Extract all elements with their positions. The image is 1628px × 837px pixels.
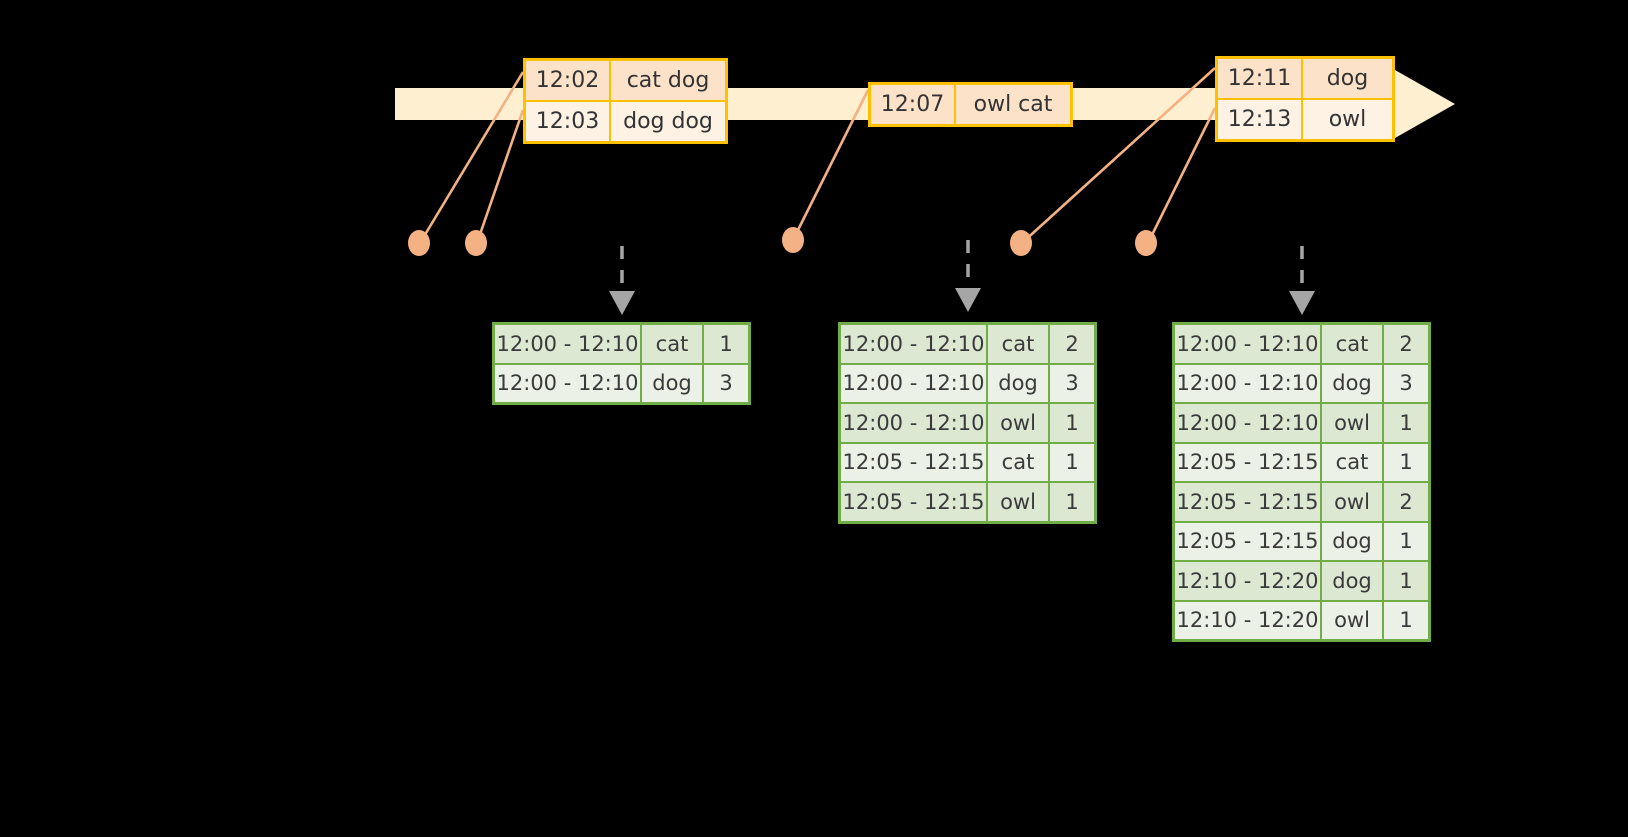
result-arrows	[620, 240, 1304, 296]
word-cell: dog	[988, 364, 1050, 402]
event-row[interactable]: 12:02 cat dog	[526, 61, 725, 100]
word-cell: cat	[1322, 325, 1384, 363]
result-arrowheads	[609, 288, 1315, 315]
count-cell: 1	[1384, 522, 1428, 560]
window-cell: 12:05 - 12:15	[841, 483, 988, 521]
word-cell: dog	[1322, 562, 1384, 600]
count-cell: 3	[704, 364, 748, 402]
count-cell: 1	[1050, 483, 1094, 521]
count-cell: 1	[1384, 562, 1428, 600]
window-cell: 12:10 - 12:20	[1175, 601, 1322, 639]
count-cell: 1	[1384, 404, 1428, 442]
word-cell: dog	[642, 364, 704, 402]
emission-dot	[1010, 230, 1032, 256]
word-cell: cat	[642, 325, 704, 363]
count-cell: 1	[1050, 404, 1094, 442]
count-cell: 3	[1384, 364, 1428, 402]
count-cell: 2	[1050, 325, 1094, 363]
word-cell: owl	[988, 483, 1050, 521]
count-cell: 2	[1384, 483, 1428, 521]
event-words: owl	[1303, 100, 1392, 139]
count-cell: 1	[1384, 443, 1428, 481]
event-row[interactable]: 12:13 owl	[1218, 98, 1392, 139]
count-cell: 2	[1384, 325, 1428, 363]
window-cell: 12:05 - 12:15	[1175, 522, 1322, 560]
count-cell: 1	[704, 325, 748, 363]
event-time: 12:13	[1218, 100, 1303, 139]
word-cell: dog	[1322, 522, 1384, 560]
window-cell: 12:05 - 12:15	[1175, 483, 1322, 521]
window-cell: 12:00 - 12:10	[495, 364, 642, 402]
window-cell: 12:00 - 12:10	[841, 404, 988, 442]
count-cell: 1	[1384, 601, 1428, 639]
event-row[interactable]: 12:11 dog	[1218, 59, 1392, 98]
event-words: owl cat	[956, 85, 1070, 124]
word-cell: dog	[1322, 364, 1384, 402]
word-cell: owl	[988, 404, 1050, 442]
count-cell: 3	[1050, 364, 1094, 402]
event-group-2[interactable]: 12:07 owl cat	[868, 82, 1073, 127]
word-cell: cat	[988, 325, 1050, 363]
emission-dots	[408, 227, 1157, 256]
event-words: dog dog	[611, 102, 725, 141]
emission-dot	[465, 230, 487, 256]
emission-dot	[408, 230, 430, 256]
count-cell: 1	[1050, 443, 1094, 481]
word-cell: owl	[1322, 404, 1384, 442]
event-time: 12:11	[1218, 59, 1303, 98]
window-cell: 12:00 - 12:10	[1175, 364, 1322, 402]
event-row[interactable]: 12:07 owl cat	[871, 85, 1070, 124]
window-cell: 12:00 - 12:10	[495, 325, 642, 363]
emission-dot	[1135, 230, 1157, 256]
window-cell: 12:00 - 12:10	[1175, 404, 1322, 442]
word-cell: owl	[1322, 483, 1384, 521]
event-group-3[interactable]: 12:11 dog 12:13 owl	[1215, 56, 1395, 142]
emission-dot	[782, 227, 804, 253]
word-cell: cat	[988, 443, 1050, 481]
word-cell: cat	[1322, 443, 1384, 481]
event-time: 12:03	[526, 102, 611, 141]
window-cell: 12:05 - 12:15	[841, 443, 988, 481]
event-row[interactable]: 12:03 dog dog	[526, 100, 725, 141]
window-cell: 12:00 - 12:10	[841, 325, 988, 363]
event-words: cat dog	[611, 61, 725, 100]
window-cell: 12:00 - 12:10	[841, 364, 988, 402]
window-cell: 12:00 - 12:10	[1175, 325, 1322, 363]
event-time: 12:02	[526, 61, 611, 100]
window-cell: 12:05 - 12:15	[1175, 443, 1322, 481]
word-cell: owl	[1322, 601, 1384, 639]
event-time: 12:07	[871, 85, 956, 124]
event-group-1[interactable]: 12:02 cat dog 12:03 dog dog	[523, 58, 728, 144]
window-cell: 12:10 - 12:20	[1175, 562, 1322, 600]
event-words: dog	[1303, 59, 1392, 98]
